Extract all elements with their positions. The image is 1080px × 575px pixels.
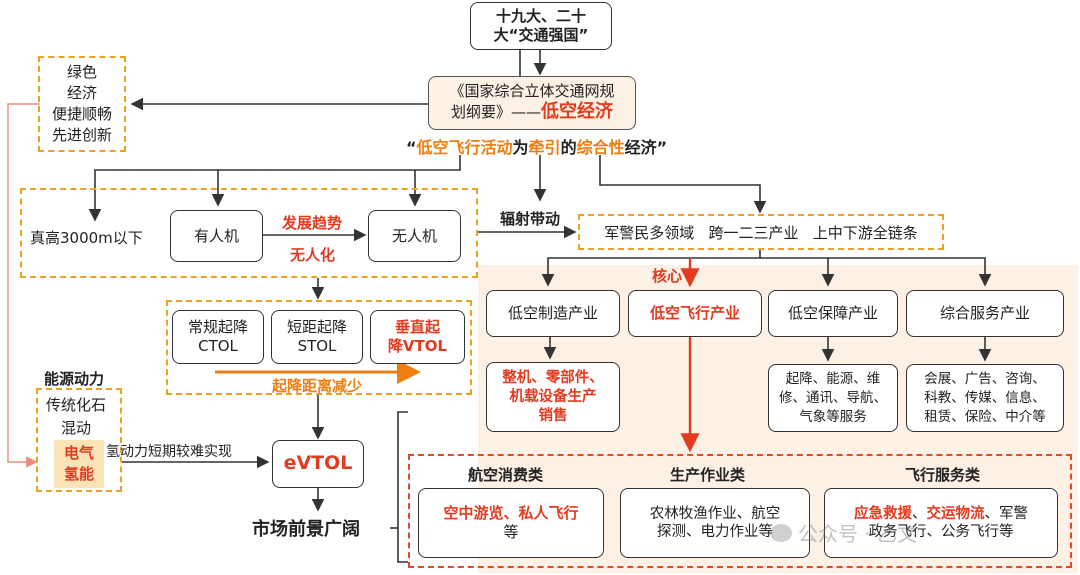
production-line1: 农林牧渔作业、航空 <box>649 505 781 522</box>
industry-manufacturing-label: 低空制造产业 <box>507 304 598 323</box>
ctol-label-en: CTOL <box>198 337 238 355</box>
reduce-distance-label: 起降距离减少 <box>272 377 363 395</box>
manned-aircraft-box: 有人机 <box>170 210 263 262</box>
stol-label-en: STOL <box>297 337 337 355</box>
service-title: 飞行服务类 <box>905 466 981 484</box>
unmanned-aircraft-label: 无人机 <box>391 226 437 245</box>
radiate-box-text: 军警民多领域 跨一二三产业 上中下游全链条 <box>604 223 918 242</box>
service-rest: 、军警 <box>984 505 1029 522</box>
definition-comprehensive: 综合性 <box>576 138 625 157</box>
energy-box <box>36 388 122 492</box>
industry-services-label: 综合服务产业 <box>939 304 1030 323</box>
attributes-box: 绿色 经济 便捷顺畅 先进创新 <box>38 56 126 152</box>
definition-text: “低空飞行活动为牵引的综合性经济” <box>406 134 667 158</box>
support-detail-line3: 气象等服务 <box>799 408 867 425</box>
energy-fossil: 传统化石 <box>46 396 107 414</box>
energy-electric: 电气 <box>63 444 94 462</box>
plan-low-altitude-economy: 低空经济 <box>541 101 613 123</box>
services-detail-line2: 科教、传媒、信息、 <box>924 389 1046 406</box>
plan-line-2-prefix: 划纲要》—— <box>450 103 541 122</box>
market-outlook: 市场前景广阔 <box>252 519 360 540</box>
services-detail-line1: 会展、广告、咨询、 <box>924 370 1046 387</box>
production-line2: 探测、电力作业等 <box>657 524 773 540</box>
trend-label: 发展趋势 <box>282 214 343 232</box>
definition-traction: 牵引 <box>528 138 561 157</box>
services-detail: 会展、广告、咨询、 科教、传媒、信息、 租赁、保险、中介等 <box>906 364 1064 432</box>
services-detail-line3: 租赁、保险、中介等 <box>924 408 1046 425</box>
vtol-label-line2: 降VTOL <box>387 337 448 355</box>
vtol-label-line1: 垂直起 <box>394 318 440 337</box>
consumer-rest: 等 <box>503 523 519 541</box>
ctol-label-cn: 常规起降 <box>187 318 248 337</box>
consumer-highlight: 空中游览、私人飞行 <box>443 504 579 523</box>
definition-economy: 经济” <box>624 138 668 157</box>
hydrogen-note: 氢动力短期较难实现 <box>106 444 232 460</box>
manufacturing-detail-line1: 整机、零部件、 <box>502 369 604 386</box>
attribute-green: 绿色 <box>66 63 97 81</box>
industry-support: 低空保障产业 <box>768 290 898 337</box>
energy-hydrogen: 氢能 <box>63 465 94 483</box>
plan-line-1: 《国家综合立体交通网规 <box>449 82 615 101</box>
watermark: 公众号 · 乙文 <box>770 518 917 547</box>
unmanned-trend-label: 无人化 <box>290 246 336 264</box>
manufacturing-detail-line3: 销售 <box>538 407 568 424</box>
service-line2: 政务飞行、公务飞行等 <box>868 524 1014 540</box>
manned-aircraft-label: 有人机 <box>193 226 239 245</box>
industry-flight-label: 低空飞行产业 <box>649 304 740 323</box>
plan-box: 《国家综合立体交通网规 划纲要》——低空经济 <box>428 76 636 130</box>
service-box: 应急救援、交运物流、军警 政务飞行、公务飞行等 <box>824 488 1058 558</box>
support-detail-line1: 起降、能源、维 <box>785 370 881 387</box>
service-separator: 、 <box>912 505 927 522</box>
top-box-party-congress: 十九大、二十 大“交通强国” <box>470 2 612 50</box>
wechat-icon <box>770 523 792 542</box>
industry-flight: 低空飞行产业 <box>628 290 762 337</box>
attribute-innovative: 先进创新 <box>51 126 112 144</box>
service-line1: 应急救援、交运物流、军警 <box>854 505 1028 523</box>
stol-label-cn: 短距起降 <box>286 318 347 337</box>
stol-box: 短距起降 STOL <box>271 310 363 364</box>
consumer-box: 空中游览、私人飞行 等 <box>418 488 604 558</box>
unmanned-aircraft-box: 无人机 <box>368 210 461 262</box>
service-emergency-rescue: 应急救援 <box>854 505 912 522</box>
ctol-box: 常规起降 CTOL <box>172 310 264 364</box>
radiate-box: 军警民多领域 跨一二三产业 上中下游全链条 <box>578 214 944 250</box>
manufacturing-detail-line2: 机载设备生产 <box>509 388 597 405</box>
definition-quote-open: “ <box>406 138 417 157</box>
plan-line-2: 划纲要》——低空经济 <box>451 101 613 124</box>
industry-support-label: 低空保障产业 <box>787 304 878 323</box>
radiate-label: 辐射带动 <box>500 210 561 228</box>
takeoff-group <box>166 300 472 395</box>
attribute-economic: 经济 <box>66 84 97 102</box>
watermark-text: 公众号 · 乙文 <box>798 522 918 546</box>
vtol-box: 垂直起 降VTOL <box>370 310 465 364</box>
production-box: 农林牧渔作业、航空 探测、电力作业等 <box>620 488 810 558</box>
energy-hybrid: 混动 <box>61 419 92 437</box>
top-line-1: 十九大、二十 <box>495 7 586 26</box>
service-logistics: 交运物流 <box>926 505 985 522</box>
definition-flight-activity: 低空飞行活动 <box>416 138 513 157</box>
evtol-label: eVTOL <box>283 452 353 475</box>
industry-services: 综合服务产业 <box>906 290 1064 337</box>
definition-word-as: 为 <box>512 138 529 157</box>
industry-manufacturing: 低空制造产业 <box>486 290 620 337</box>
altitude-label: 真高3000m以下 <box>30 229 143 247</box>
core-label: 核心 <box>652 267 683 285</box>
support-detail-line2: 修、通讯、导航、 <box>779 389 887 406</box>
manufacturing-detail: 整机、零部件、 机载设备生产 销售 <box>486 362 620 432</box>
energy-electric-hydrogen-highlight: 电气 氢能 <box>54 440 104 488</box>
top-line-2: 大“交通强国” <box>493 26 589 44</box>
flight-categories-box <box>408 454 1072 568</box>
production-title: 生产作业类 <box>670 466 746 484</box>
attribute-convenient: 便捷顺畅 <box>51 105 112 123</box>
evtol-box: eVTOL <box>272 440 364 488</box>
definition-word-of: 的 <box>560 138 577 157</box>
energy-title: 能源动力 <box>44 370 105 388</box>
support-detail: 起降、能源、维 修、通讯、导航、 气象等服务 <box>768 364 898 432</box>
consumer-title: 航空消费类 <box>468 466 544 484</box>
aircraft-group <box>20 188 478 278</box>
